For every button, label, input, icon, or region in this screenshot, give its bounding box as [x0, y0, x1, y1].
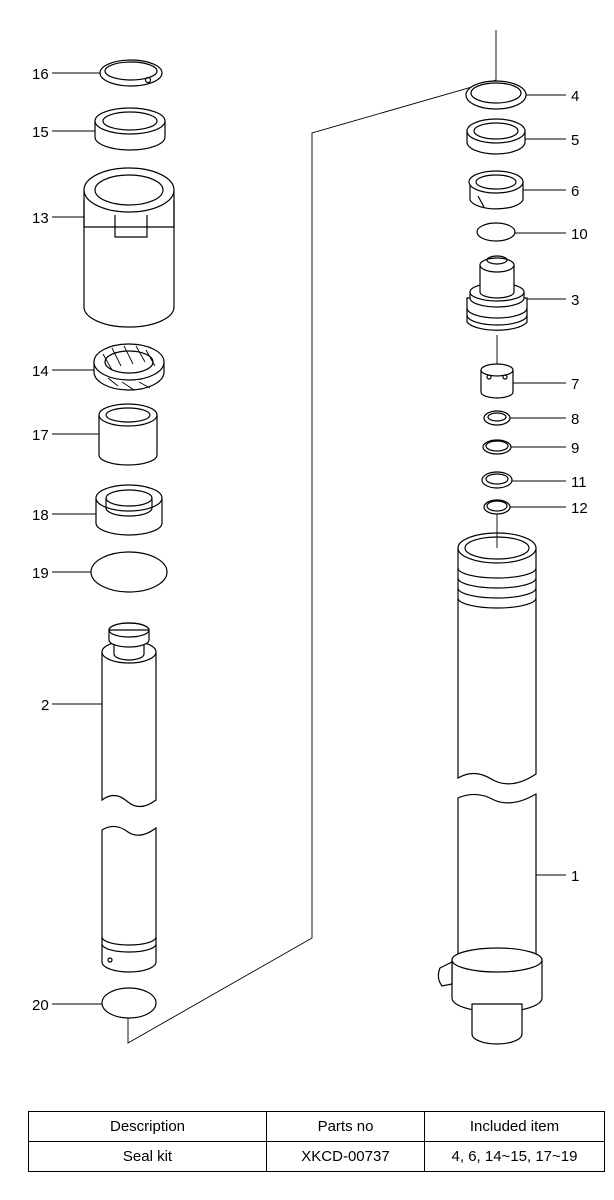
callout-17: 17 [32, 427, 49, 444]
part-19-o-ring [90, 551, 168, 593]
callout-15: 15 [32, 124, 49, 141]
cell-included-item: 4, 6, 14~15, 17~19 [424, 1141, 605, 1172]
exploded-parts-diagram: 16 15 13 14 17 18 19 2 20 4 5 6 10 3 7 8… [32, 30, 588, 1045]
callout-18: 18 [32, 507, 49, 524]
part-17-bushing [98, 403, 158, 466]
part-10-o-ring [476, 222, 516, 242]
part-3-piston [466, 255, 528, 331]
seal-kit-table: Description Parts no Included item Seal … [28, 1111, 605, 1172]
part-11-ring [481, 471, 513, 489]
callout-9: 9 [571, 440, 579, 457]
callout-8: 8 [571, 411, 579, 428]
table-header-row: Description Parts no Included item [28, 1111, 605, 1142]
callout-20: 20 [32, 997, 49, 1014]
part-18-rod-seal [95, 484, 163, 536]
callout-2: 2 [41, 697, 49, 714]
callout-14: 14 [32, 363, 49, 380]
part-4-ring [465, 80, 527, 110]
part-1-cylinder-tube-upper [457, 532, 537, 785]
header-parts-no: Parts no [266, 1111, 425, 1142]
callout-16: 16 [32, 66, 49, 83]
callout-1: 1 [571, 868, 579, 885]
callout-4: 4 [571, 88, 579, 105]
part-6-split-ring [468, 170, 524, 210]
callout-13: 13 [32, 210, 49, 227]
table-row: Seal kit XKCD-00737 4, 6, 14~15, 17~19 [28, 1141, 605, 1172]
part-16-snap-ring [99, 59, 163, 87]
part-5-ring [466, 118, 526, 155]
callout-12: 12 [571, 500, 588, 517]
callout-6: 6 [571, 183, 579, 200]
callout-10: 10 [571, 226, 588, 243]
part-2-piston-rod-upper [101, 622, 157, 808]
part-20-o-ring [101, 987, 157, 1019]
callout-7: 7 [571, 376, 579, 393]
part-13-cylinder-head [83, 167, 175, 328]
callout-5: 5 [571, 132, 579, 149]
header-description: Description [28, 1111, 267, 1142]
part-1-cylinder-tube-lower [437, 792, 543, 1045]
callout-11: 11 [571, 474, 587, 491]
callout-19: 19 [32, 565, 49, 582]
assembly-path-line [127, 30, 497, 1044]
part-7-pin [480, 363, 514, 399]
part-12-ring [483, 499, 511, 515]
leader-lines [52, 72, 566, 1005]
part-2-piston-rod-lower [101, 825, 157, 973]
part-8-seal [483, 410, 511, 426]
cell-parts-no: XKCD-00737 [266, 1141, 425, 1172]
part-14-wiper-seal [93, 343, 165, 391]
header-included-item: Included item [424, 1111, 605, 1142]
callout-3: 3 [571, 292, 579, 309]
part-15-bushing [94, 107, 166, 151]
part-9-ring [482, 439, 512, 455]
cell-description: Seal kit [28, 1141, 267, 1172]
